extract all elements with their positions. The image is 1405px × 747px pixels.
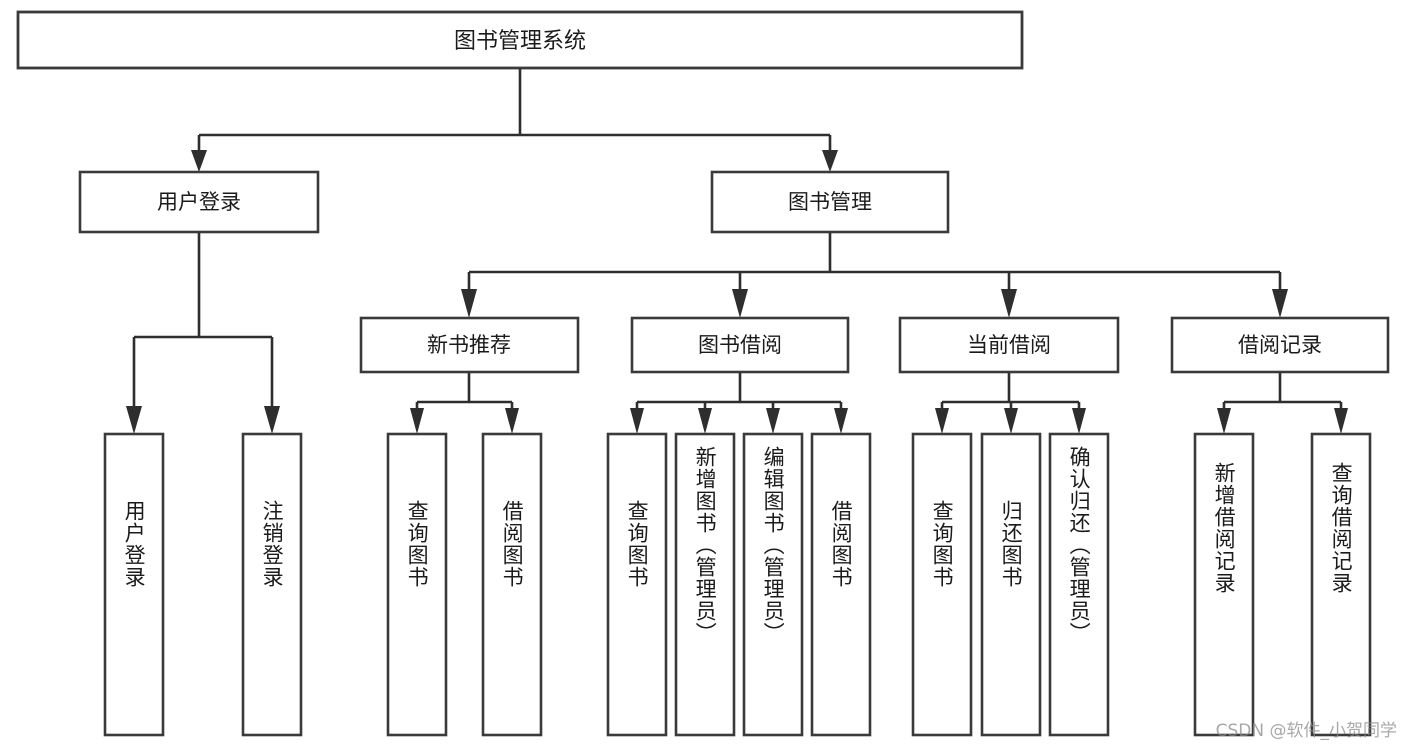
arrow-borrow-leaf2 xyxy=(698,408,712,434)
node-new-book-recommend-label: 新书推荐 xyxy=(427,333,511,357)
node-user-login[interactable]: 用户登录 xyxy=(78,170,320,234)
arrowheads-group xyxy=(126,150,1348,434)
arrow-record-leaf2 xyxy=(1334,408,1348,434)
arrow-to-leaf-logout xyxy=(264,406,280,434)
arrow-newbook-leaf1 xyxy=(410,408,424,434)
node-borrow-record-box[interactable] xyxy=(1170,316,1390,374)
node-new-book-recommend-box[interactable] xyxy=(359,316,580,374)
leaf-box-user-login[interactable] xyxy=(103,432,165,737)
leaf-box-borrow-add[interactable] xyxy=(674,432,736,737)
leaf-box-borrow-edit[interactable] xyxy=(742,432,804,737)
node-borrow-record[interactable]: 借阅记录 xyxy=(1170,316,1390,374)
leaf-box-record-add[interactable] xyxy=(1193,432,1255,737)
leaf-box-current-confirm[interactable] xyxy=(1048,432,1110,737)
node-book-borrow-label: 图书借阅 xyxy=(698,333,782,357)
leaf-box-logout[interactable] xyxy=(241,432,303,737)
node-current-borrow-label: 当前借阅 xyxy=(967,333,1051,357)
arrow-borrow-leaf3 xyxy=(766,408,780,434)
leaf-box-borrow-query[interactable] xyxy=(606,432,668,737)
node-book-borrow-box[interactable] xyxy=(630,316,850,374)
leaf-box-current-return[interactable] xyxy=(980,432,1042,737)
arrow-current-leaf1 xyxy=(935,408,949,434)
leaf-box-current-query[interactable] xyxy=(911,432,973,737)
arrow-borrow-leaf1 xyxy=(630,408,644,434)
node-book-manage-label: 图书管理 xyxy=(788,190,872,214)
leaf-box-newbook-borrow[interactable] xyxy=(481,432,543,737)
node-user-login-label: 用户登录 xyxy=(157,190,241,214)
arrow-to-user-login xyxy=(191,150,207,172)
leaf-box-newbook-query[interactable] xyxy=(386,432,448,737)
arrow-to-currentborrow xyxy=(1001,289,1017,318)
leaf-box-borrow-lend[interactable] xyxy=(810,432,872,737)
node-borrow-record-label: 借阅记录 xyxy=(1238,333,1322,357)
node-book-borrow[interactable]: 图书借阅 xyxy=(630,316,850,374)
arrow-current-leaf3 xyxy=(1072,408,1086,434)
arrow-record-leaf1 xyxy=(1217,408,1231,434)
arrow-to-bookborrow xyxy=(732,289,748,318)
node-book-manage[interactable]: 图书管理 xyxy=(710,170,950,234)
node-user-login-box[interactable] xyxy=(78,170,320,234)
node-new-book-recommend[interactable]: 新书推荐 xyxy=(359,316,580,374)
arrow-current-leaf2 xyxy=(1004,408,1018,434)
leaf-box-record-query[interactable] xyxy=(1310,432,1372,737)
node-root-box[interactable] xyxy=(16,10,1024,70)
arrow-newbook-leaf2 xyxy=(505,408,519,434)
arrow-to-leaf-user-login xyxy=(126,406,142,434)
arrow-to-newbook xyxy=(461,289,477,318)
node-current-borrow[interactable]: 当前借阅 xyxy=(898,316,1120,374)
node-root-label: 图书管理系统 xyxy=(454,29,586,54)
node-book-manage-box[interactable] xyxy=(710,170,950,234)
node-root[interactable]: 图书管理系统 xyxy=(16,10,1024,70)
node-current-borrow-box[interactable] xyxy=(898,316,1120,374)
arrow-borrow-leaf4 xyxy=(834,408,848,434)
arrow-to-book-manage xyxy=(822,150,838,172)
leaf-boxes-group xyxy=(103,432,1372,737)
arrow-to-borrowrecord xyxy=(1272,289,1288,318)
